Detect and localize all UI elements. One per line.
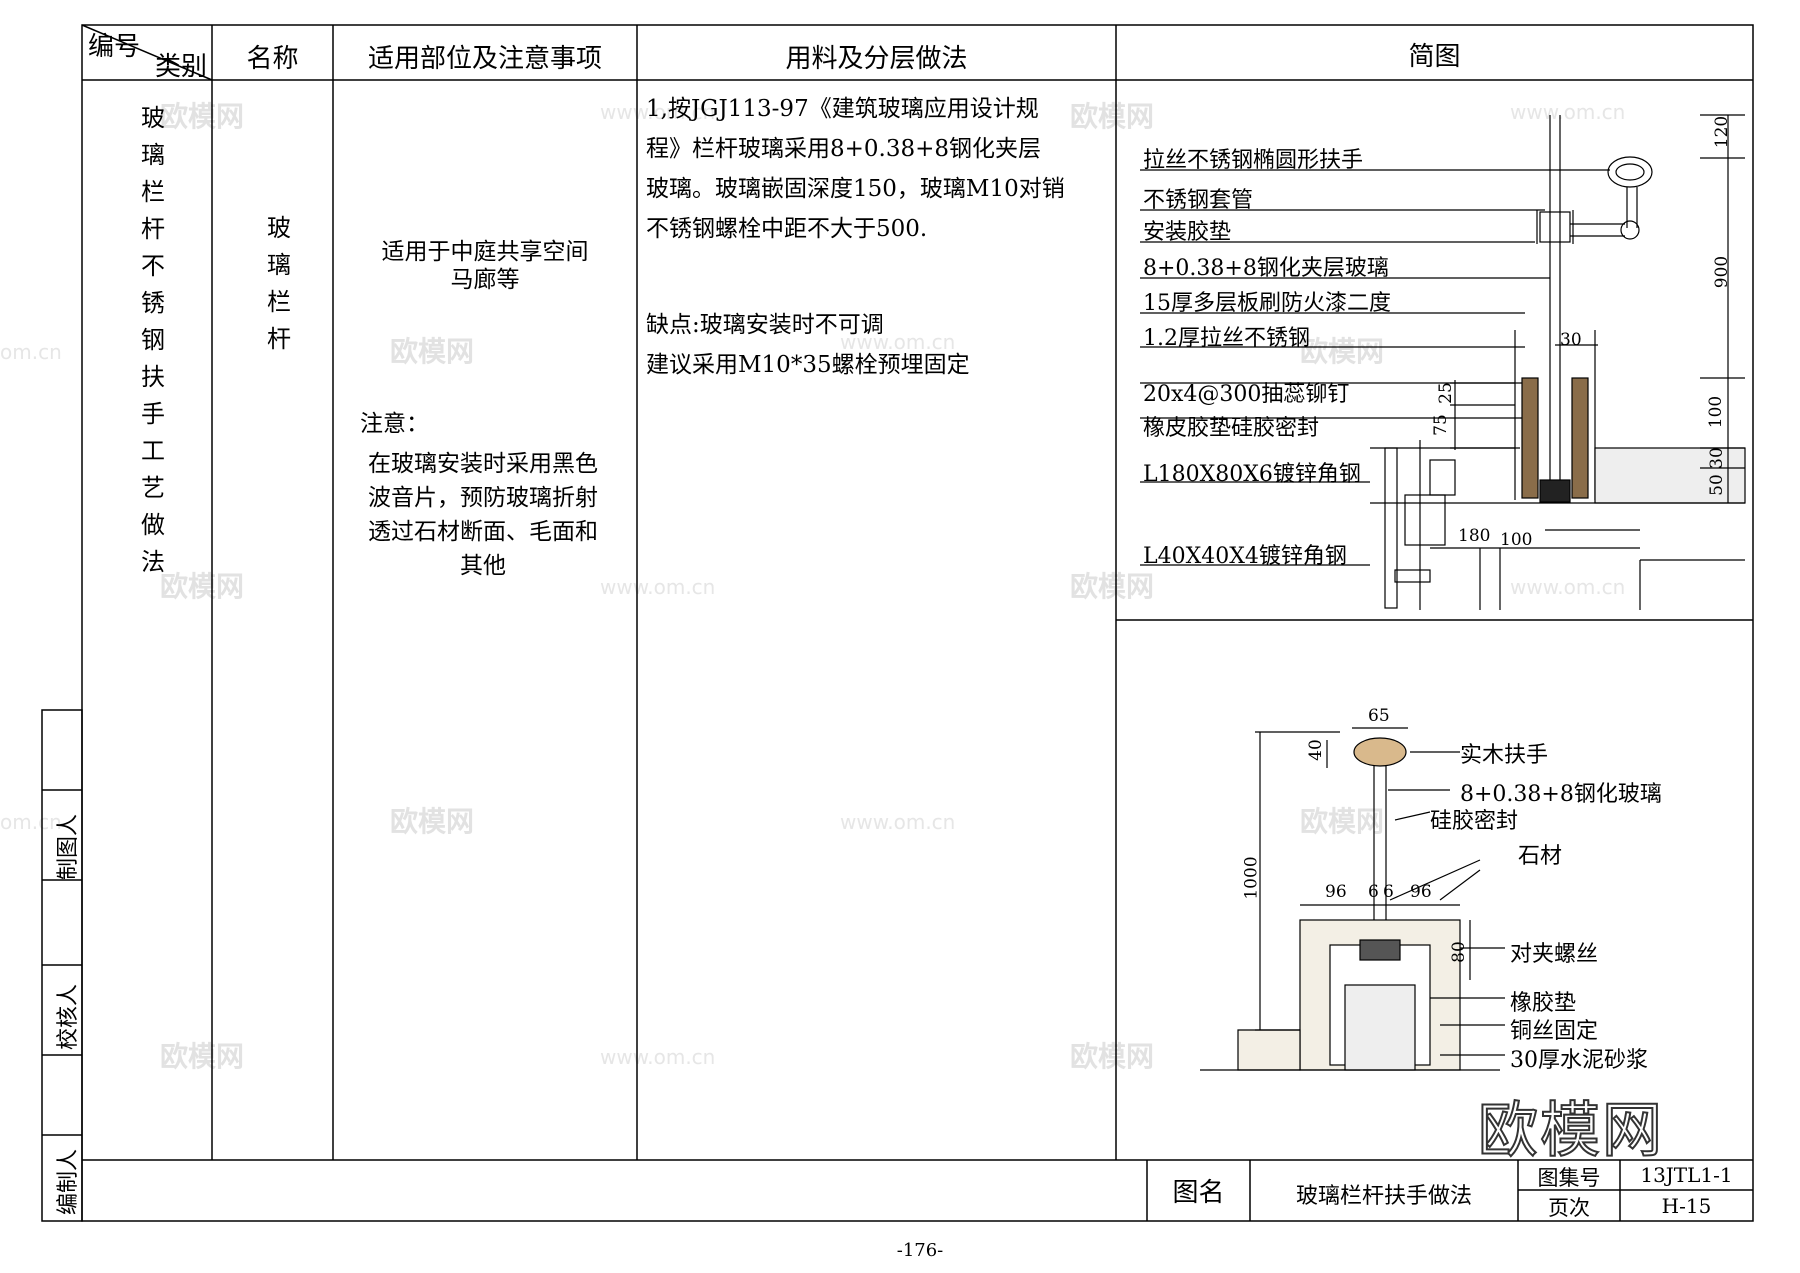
note-line: 透过石材断面、毛面和 <box>368 519 598 545</box>
page-number: -176- <box>896 1240 944 1261</box>
watermark-brand: 欧模网 <box>160 570 245 603</box>
note-line: 在玻璃安装时采用黑色 <box>368 451 598 477</box>
name-text: 玻璃栏杆 <box>267 214 291 353</box>
scope-line: 适用于中庭共享空间 <box>381 239 589 265</box>
watermark-url: www.om.cn <box>600 575 716 599</box>
diagram-bottom-dim: 1000 <box>1241 856 1262 900</box>
diagram-top-label: 15厚多层板刷防火漆二度 <box>1143 291 1391 316</box>
header-code: 编号 <box>88 32 141 62</box>
defect-line: 缺点:玻璃安装时不可调 <box>646 312 884 338</box>
diagram-bottom-label: 铜丝固定 <box>1510 1019 1599 1044</box>
note-title: 注意： <box>360 411 429 437</box>
header-diagram: 简图 <box>1408 42 1461 72</box>
material-line: 1,按JGJ113-97《建筑玻璃应用设计规 <box>646 96 1039 122</box>
watermark-brand: 欧模网 <box>1070 570 1155 603</box>
diagram-bottom-label: 8+0.38+8钢化玻璃 <box>1460 782 1662 807</box>
watermark-brand: 欧模网 <box>160 1040 245 1073</box>
diagram-top-label: 不锈钢套管 <box>1143 188 1254 213</box>
diagram-bottom-dim: 6 <box>1368 882 1379 902</box>
diagram-top-dim: 30 <box>1560 330 1582 350</box>
side-editor: 编制人 <box>56 1148 81 1215</box>
scope-line: 马廊等 <box>450 267 520 293</box>
watermark-brand: 欧模网 <box>1300 805 1385 838</box>
header-material: 用料及分层做法 <box>785 44 968 74</box>
footer-drawing-name-label: 图名 <box>1172 1178 1225 1208</box>
diagram-bottom-dim: 65 <box>1368 706 1390 726</box>
diagram-top-label: 安装胶垫 <box>1143 220 1232 245</box>
diagram-top-dim: 180 <box>1458 526 1491 546</box>
material-line: 不锈钢螺栓中距不大于500. <box>646 216 928 242</box>
diagram-bottom-dim: 96 <box>1410 882 1432 902</box>
watermark-url: www.om.cn <box>600 100 716 124</box>
category-text: 玻璃栏杆不锈钢扶手工艺做法 <box>141 104 165 576</box>
side-drafter: 制图人 <box>56 813 81 880</box>
diagram-bottom-label: 橡胶垫 <box>1510 991 1577 1016</box>
diagram-bottom-label: 30厚水泥砂浆 <box>1510 1048 1648 1073</box>
watermark-url: www.om.cn <box>840 330 956 354</box>
watermark-brand: 欧模网 <box>1300 335 1385 368</box>
diagram-bottom-label: 对夹螺丝 <box>1510 942 1599 967</box>
footer-drawing-name: 玻璃栏杆扶手做法 <box>1295 1184 1472 1209</box>
diagram-bottom-dim: 6 <box>1383 882 1394 902</box>
brand-logo: 欧模网 <box>1477 1095 1664 1167</box>
note-line: 波音片，预防玻璃折射 <box>368 485 598 511</box>
diagram-bottom-dim: 40 <box>1305 739 1326 761</box>
material-line: 程》栏杆玻璃采用8+0.38+8钢化夹层 <box>646 136 1042 162</box>
material-line: 玻璃。玻璃嵌固深度150，玻璃M10对销 <box>646 176 1065 202</box>
watermark-url-edge: om.cn <box>0 810 62 834</box>
watermark-brand: 欧模网 <box>160 100 245 133</box>
diagram-bottom-dim: 80 <box>1448 941 1469 963</box>
diagram-top-dim: 100 <box>1500 530 1533 550</box>
diagram-top-label: 1.2厚拉丝不锈钢 <box>1143 326 1310 351</box>
diagram-bottom-label: 实木扶手 <box>1460 743 1549 768</box>
watermark-url: www.om.cn <box>840 810 956 834</box>
watermark-brand: 欧模网 <box>390 805 475 838</box>
diagram-top-label: 20x4@300抽蕊铆钉 <box>1143 382 1350 407</box>
defect-line: 建议采用M10*35螺栓预埋固定 <box>646 352 970 378</box>
diagram-bottom-dim: 96 <box>1325 882 1347 902</box>
footer-page-label: 页次 <box>1548 1196 1590 1220</box>
footer-atlas-no: 13JTL1-1 <box>1640 1163 1733 1187</box>
diagram-bottom-label: 石材 <box>1518 844 1563 869</box>
diagram-top-label: 8+0.38+8钢化夹层玻璃 <box>1143 256 1389 281</box>
diagram-top-label: L180X80X6镀锌角钢 <box>1143 462 1361 487</box>
diagram-top-label: L40X40X4镀锌角钢 <box>1143 544 1347 569</box>
watermark-brand: 欧模网 <box>1070 100 1155 133</box>
watermark-url: www.om.cn <box>1510 575 1626 599</box>
watermark-brand: 欧模网 <box>1070 1040 1155 1073</box>
diagram-top-label: 拉丝不锈钢椭圆形扶手 <box>1143 148 1364 173</box>
header-name: 名称 <box>246 44 299 74</box>
footer-atlas-label: 图集号 <box>1537 1166 1601 1190</box>
watermark-url-edge: om.cn <box>0 340 62 364</box>
header-category: 类别 <box>155 52 208 82</box>
header-scope: 适用部位及注意事项 <box>367 44 602 74</box>
watermark-url: www.om.cn <box>1510 100 1626 124</box>
footer-page-no: H-15 <box>1661 1194 1712 1218</box>
watermark-brand: 欧模网 <box>390 335 475 368</box>
note-line: 其他 <box>460 553 506 579</box>
diagram-top-label: 橡皮胶垫硅胶密封 <box>1143 416 1320 441</box>
watermark-url: www.om.cn <box>600 1045 716 1069</box>
diagram-bottom-label: 硅胶密封 <box>1430 809 1519 834</box>
side-checker: 校核人 <box>56 983 81 1050</box>
